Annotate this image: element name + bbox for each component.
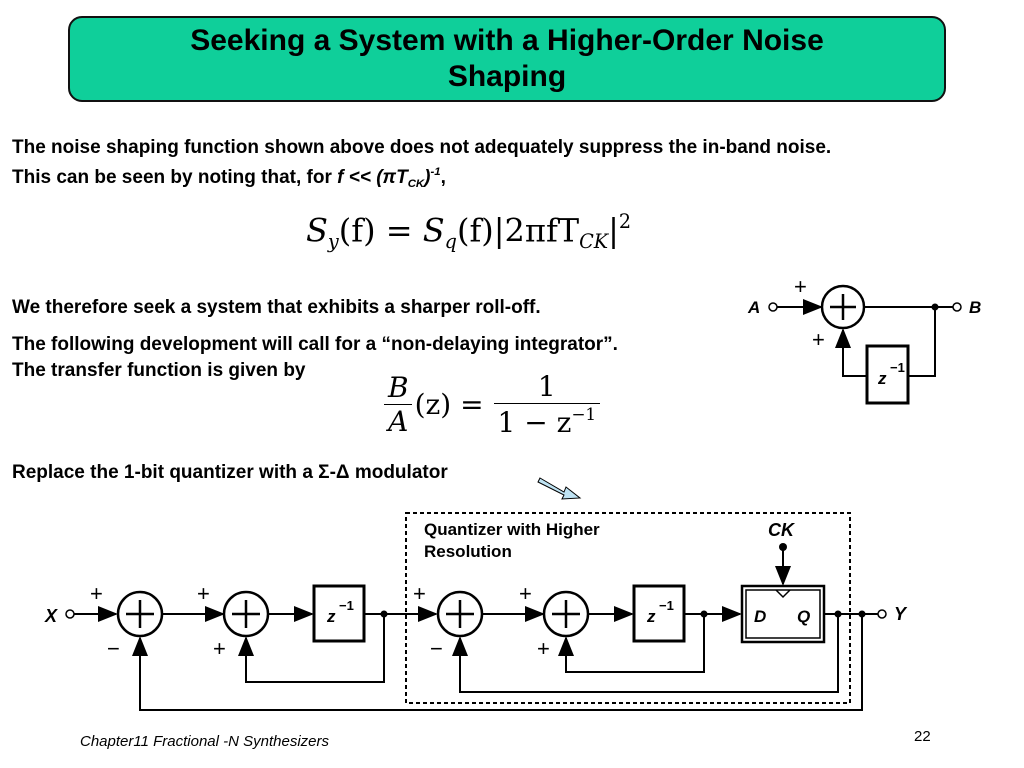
pointer-arrow-icon	[537, 477, 582, 500]
output-node-y	[877, 609, 887, 619]
superscript-minus-one: -1	[430, 166, 441, 178]
output-node-b	[952, 302, 962, 312]
footer-chapter: Chapter11 Fractional -N Synthesizers	[80, 733, 329, 750]
adder2-plus-bottom: +	[213, 636, 226, 661]
delay-z: z	[877, 369, 887, 388]
equation-transfer-function: B A (z) = 1 1 − z−1	[384, 370, 601, 439]
input-node-a	[768, 302, 778, 312]
eq-sup-2: 2	[618, 210, 632, 233]
eq-sub-q: q	[444, 230, 457, 254]
inequality-text: << (πT	[343, 166, 408, 188]
paragraph-replace-quantizer: Replace the 1-bit quantizer with a Σ-Δ m…	[12, 462, 448, 483]
adder2-plus-top: +	[197, 581, 210, 606]
frac-den-a: A	[384, 403, 413, 438]
paragraph-transfer-function: The transfer function is given by	[12, 360, 306, 381]
frac-den: 1 − z−1	[493, 403, 601, 439]
label-y: Y	[894, 604, 908, 624]
label-b: B	[969, 298, 981, 317]
eq-sub-ck: CK	[579, 230, 609, 254]
delay1-sup: −1	[339, 598, 354, 613]
label-ck: CK	[768, 520, 796, 540]
paragraph-text: This can be seen by noting that, for	[12, 166, 338, 188]
wire-outer-feedback	[132, 614, 863, 711]
page-number: 22	[914, 728, 931, 745]
wire-inner-feedback-2	[558, 614, 705, 673]
eq-sq: S	[422, 211, 445, 250]
paragraph-noise-shaping: The noise shaping function shown above d…	[12, 136, 1012, 196]
delay1-block	[312, 584, 366, 643]
eq-abs-close: |	[608, 211, 619, 250]
adder3-minus-sign: −	[430, 636, 443, 661]
delay-sup: −1	[890, 360, 905, 375]
delay2-block	[632, 584, 686, 643]
eq2-arg: (z) =	[414, 387, 484, 421]
eq-rhs-arg: (f)|2πfT	[456, 211, 580, 250]
plus-sign-bottom: +	[812, 327, 825, 352]
delay-block	[865, 344, 910, 405]
input-node-x	[65, 609, 75, 619]
adder1-minus-sign: −	[107, 636, 120, 661]
quantizer-dashed-box	[405, 512, 851, 704]
wire-inner-feedback-1	[238, 614, 385, 683]
quantizer-label-line2: Resolution	[424, 542, 512, 561]
fraction-b-over-a: B A	[384, 371, 413, 438]
equation-output-noise: Sy(f) = Sq(f)|2πfTCK|2	[306, 210, 631, 253]
paragraph-non-delaying: The following development will call for …	[12, 334, 618, 355]
delay1-z: z	[326, 607, 336, 626]
label-a: A	[747, 298, 760, 317]
frac-num-1: 1	[537, 370, 556, 403]
flipflop-q: Q	[797, 607, 810, 626]
frac-den-text: 1 − z	[497, 405, 572, 439]
adder3-plus-sign: +	[413, 581, 426, 606]
subscript-ck: CK	[407, 177, 425, 190]
paragraph-line2: This can be seen by noting that, for f <…	[12, 160, 1012, 196]
frac-den-sup: −1	[571, 404, 597, 424]
modulator-diagram: Quantizer with Higher Resolution X + − +…	[44, 512, 908, 711]
slide-title: Seeking a System with a Higher-Order Noi…	[68, 16, 946, 102]
wire-feedback-up	[835, 328, 867, 377]
eq-lhs-arg: (f) =	[338, 211, 423, 250]
adder4-plus-top: +	[519, 581, 532, 606]
paragraph-line1: The noise shaping function shown above d…	[12, 137, 832, 158]
delay2-z: z	[646, 607, 656, 626]
variable-f: f	[337, 166, 344, 188]
fraction-integrator: 1 1 − z−1	[493, 370, 601, 439]
clock-notch-icon	[775, 589, 791, 599]
eq-sy: S	[306, 211, 328, 250]
quantizer-label-line1: Quantizer with Higher	[424, 520, 600, 539]
flipflop-d: D	[754, 607, 766, 626]
close-paren: )	[424, 166, 431, 188]
adder1-plus-sign: +	[90, 581, 103, 606]
wire-feedback-down	[908, 307, 936, 377]
frac-num-b: B	[388, 370, 409, 404]
label-x: X	[44, 606, 58, 626]
comma: ,	[440, 166, 446, 188]
paragraph-sharper-rolloff: We therefore seek a system that exhibits…	[12, 297, 541, 318]
flipflop-inner	[745, 589, 821, 639]
eq-sub-y: y	[327, 230, 339, 254]
slide-title-line2: Shaping	[447, 60, 567, 93]
adder4-plus-bottom: +	[537, 636, 550, 661]
delay2-sup: −1	[659, 598, 674, 613]
integrator-diagram: A + + B z −1	[747, 274, 981, 405]
plus-sign-top: +	[794, 274, 807, 299]
wire-quantizer-feedback	[452, 614, 839, 693]
slide-title-line1: Seeking a System with a Higher-Order Noi…	[190, 24, 824, 57]
